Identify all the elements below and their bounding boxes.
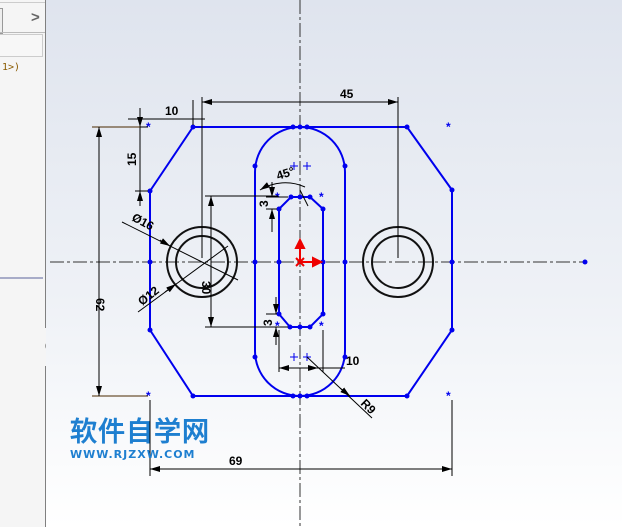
filter-input[interactable] [0,34,43,57]
dim-text-15[interactable]: 15 [125,152,139,166]
dim-text-10-top[interactable]: 10 [165,104,179,118]
graphics-area[interactable] [46,0,622,527]
dim-text-r9[interactable]: R9 [358,396,379,417]
dim-text-45[interactable]: 45 [340,87,354,101]
svg-text:*: * [446,389,451,403]
chevron-right-icon[interactable]: > [31,9,40,26]
dimension-diameter-16[interactable] [121,221,239,281]
watermark-cn: 软件自学网 [70,417,210,448]
dimension-r9[interactable] [306,356,373,419]
centerline-endpoint[interactable] [582,259,588,265]
dim-text-diameter-12[interactable]: Ø12 [135,283,162,308]
svg-text:*: * [275,319,280,333]
selection-bar [0,277,43,279]
dim-text-3-top[interactable]: 3 [257,200,271,207]
dimension-45-degree[interactable] [259,182,309,207]
svg-text:*: * [146,120,151,134]
tree-item-text[interactable]: 1>) [2,62,21,73]
divider [0,32,45,33]
panel-tab[interactable] [0,8,3,34]
feature-manager-panel: > 1>) [0,0,46,527]
dim-text-45-degree[interactable]: 45° [275,164,297,183]
dimension-69[interactable] [149,400,453,476]
dim-text-diameter-16[interactable]: Ø16 [130,210,157,233]
dim-text-10-slot[interactable]: 10 [346,354,360,368]
divider [0,2,45,3]
dimension-10-slot[interactable] [278,330,345,372]
dimension-3-bottom[interactable] [266,297,288,345]
dim-text-69[interactable]: 69 [229,454,243,468]
sketch-points[interactable] [147,124,455,399]
watermark-url: WWW.RJZXW.COM [70,448,196,461]
outer-slot[interactable] [254,126,346,397]
svg-text:*: * [446,120,451,134]
svg-text:*: * [146,389,151,403]
dimension-45[interactable] [201,97,399,258]
dim-text-30[interactable]: 30 [199,281,213,295]
svg-text:*: * [319,190,324,204]
dim-text-62[interactable]: 62 [93,298,107,312]
dimension-62[interactable] [92,126,148,397]
svg-text:*: * [319,319,324,333]
dimension-30[interactable] [205,195,278,328]
origin-icon [294,237,324,268]
watermark-logo: 软件自学网 WWW.RJZXW.COM [70,417,210,462]
dim-text-3-bottom[interactable]: 3 [261,319,275,326]
